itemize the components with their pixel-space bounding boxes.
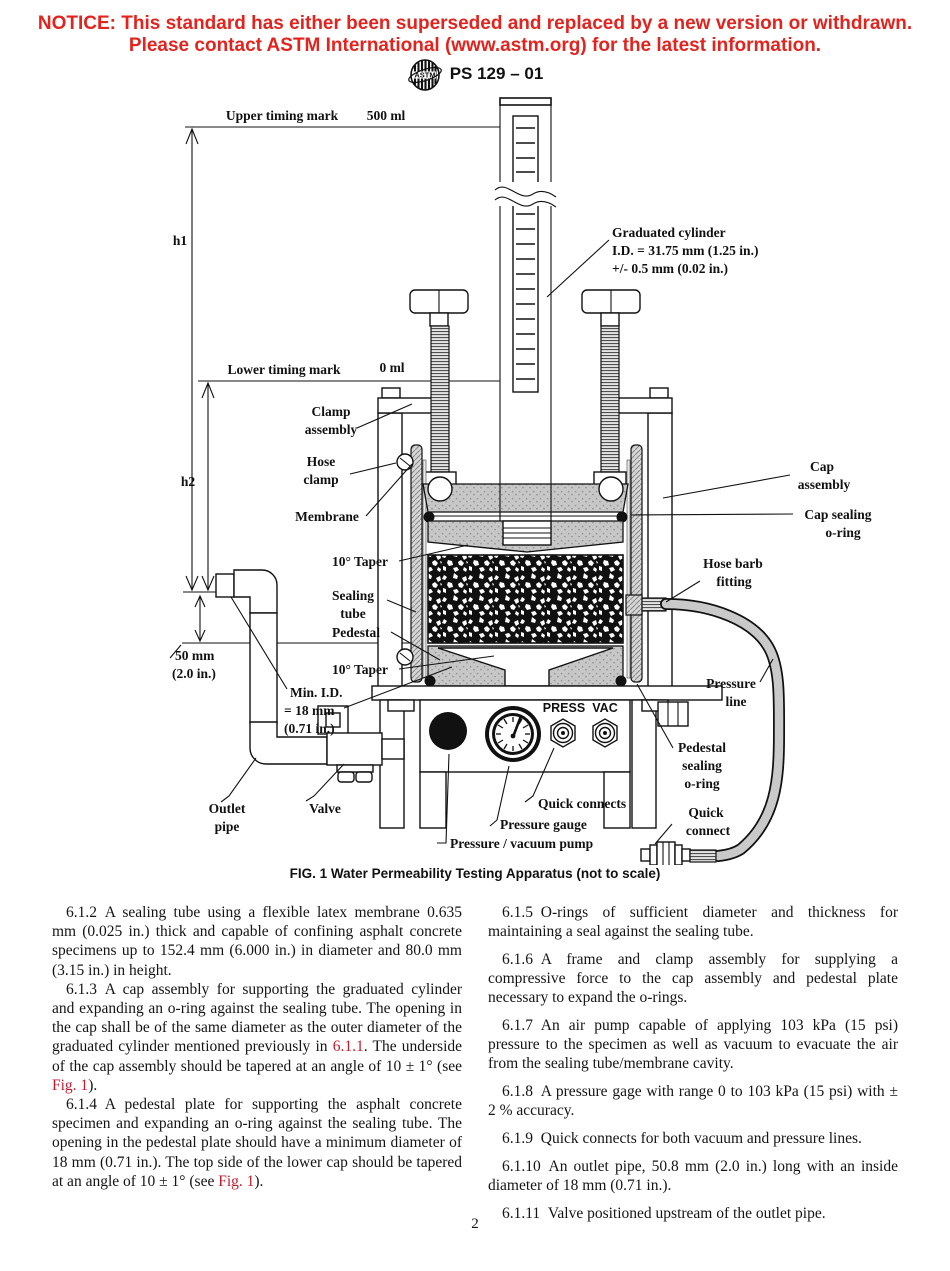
label-taper-lower: 10° Taper	[332, 662, 388, 677]
paragraph-6-1-10: 6.1.10 An outlet pipe, 50.8 mm (2.0 in.)…	[488, 1157, 898, 1194]
pressure-gauge-icon	[485, 706, 541, 762]
label-press: PRESS	[543, 701, 585, 715]
leader-lines	[220, 239, 794, 845]
pedestal-sealing-o-ring-left	[424, 675, 436, 687]
svg-text:= 18 mm: = 18 mm	[284, 703, 335, 718]
quick-connect-press	[550, 718, 576, 748]
label-outlet-pipe: Outlet	[209, 801, 246, 816]
figure-1: Upper timing mark 500 ml h1 Graduated cy…	[0, 95, 950, 869]
label-cap-sealing-o-ring: Cap sealing	[804, 507, 871, 522]
apparatus-diagram: Upper timing mark 500 ml h1 Graduated cy…	[169, 97, 872, 869]
right-column: 6.1.5 O-rings of sufficient diameter and…	[488, 903, 898, 1231]
label-graduated-cylinder: Graduated cylinder	[612, 225, 726, 240]
paragraph-6-1-7: 6.1.7 An air pump capable of applying 10…	[488, 1017, 898, 1073]
label-hose-clamp: Hose	[307, 454, 336, 469]
asphalt-specimen	[427, 554, 624, 644]
hose-barb-fitting	[625, 594, 667, 616]
svg-text:o-ring: o-ring	[825, 525, 860, 540]
paragraph-6-1-5: 6.1.5 O-rings of sufficient diameter and…	[488, 904, 898, 941]
svg-text:sealing: sealing	[682, 758, 722, 773]
dimension-lines	[169, 126, 500, 659]
label-pressure-gauge: Pressure gauge	[500, 817, 587, 832]
label-cap-assembly: Cap	[810, 459, 834, 474]
page-number: 2	[471, 1216, 479, 1232]
svg-text:pipe: pipe	[215, 819, 240, 834]
pedestal-sealing-o-ring-right	[615, 675, 627, 687]
paragraph-6-1-4: 6.1.4 A pedestal plate for supporting th…	[52, 1096, 462, 1190]
label-0-ml: 0 ml	[379, 360, 404, 375]
label-pedestal-sealing-o-ring: Pedestal	[678, 740, 726, 755]
pressure-vacuum-pump	[419, 699, 631, 829]
paragraph-6-1-2: 6.1.2 A sealing tube using a flexible la…	[52, 904, 462, 979]
label-graduated-cylinder-tol: +/- 0.5 mm (0.02 in.)	[612, 261, 728, 276]
cross-reference-link[interactable]: Fig. 1	[52, 1076, 89, 1094]
clamp-screw-right	[581, 289, 641, 486]
svg-text:tube: tube	[340, 606, 366, 621]
svg-text:(0.71 in.): (0.71 in.)	[284, 721, 335, 736]
valve	[326, 732, 405, 783]
designation-row: ASTM PS 129 – 01	[0, 54, 950, 94]
svg-text:clamp: clamp	[303, 472, 338, 487]
label-membrane: Membrane	[295, 509, 359, 524]
notice-line-1: NOTICE: This standard has either been su…	[37, 13, 913, 34]
svg-text:assembly: assembly	[798, 477, 851, 492]
label-hose-barb-fitting: Hose barb	[703, 556, 763, 571]
label-graduated-cylinder-id: I.D. = 31.75 mm (1.25 in.)	[612, 243, 758, 258]
pressure-line-hose	[660, 598, 786, 862]
label-clamp-assembly: Clamp	[311, 404, 350, 419]
label-upper-timing-mark: Upper timing mark	[226, 108, 339, 123]
paragraph-6-1-6: 6.1.6 A frame and clamp assembly for sup…	[488, 950, 898, 1007]
label-quick-connects: Quick connects	[538, 796, 626, 811]
label-vac: VAC	[592, 701, 617, 715]
notice-line-2: Please contact ASTM International (www.a…	[128, 35, 822, 56]
cross-reference-link[interactable]: 6.1.1	[332, 1038, 364, 1056]
cap-assembly	[422, 476, 629, 553]
svg-text:o-ring: o-ring	[684, 776, 719, 791]
clamp-screw-left	[409, 289, 469, 486]
left-column: 6.1.2 A sealing tube using a flexible la…	[52, 903, 462, 1231]
outlet-pipe	[215, 569, 328, 765]
label-pedestal: Pedestal	[332, 625, 380, 640]
cap-sealing-o-ring-left	[423, 511, 435, 523]
paragraph-6-1-9: 6.1.9 Quick connects for both vacuum and…	[502, 1130, 862, 1148]
paragraph-6-1-11: 6.1.11 Valve positioned upstream of the …	[502, 1204, 826, 1222]
standard-designation: PS 129 – 01	[449, 64, 544, 83]
figure-labels: Upper timing mark 500 ml h1 Graduated cy…	[172, 108, 872, 851]
pedestal-plate	[424, 645, 627, 687]
svg-text:connect: connect	[686, 823, 731, 838]
figure-caption: FIG. 1 Water Permeability Testing Appara…	[289, 866, 661, 881]
pump-port	[429, 712, 467, 750]
cross-reference-link[interactable]: Fig. 1	[218, 1172, 255, 1190]
quick-connect-fitting	[640, 841, 717, 869]
label-min-id: Min. I.D.	[290, 685, 343, 700]
paragraph-6-1-8: 6.1.8 A pressure gage with range 0 to 10…	[488, 1083, 898, 1120]
quick-connect-vac	[592, 718, 618, 748]
astm-logo-icon: ASTM	[407, 59, 442, 91]
label-h1: h1	[173, 233, 188, 248]
cylinder-graduations	[516, 127, 535, 380]
graduated-cylinder	[494, 97, 557, 545]
label-pressure-vacuum-pump: Pressure / vacuum pump	[450, 836, 593, 851]
label-500-ml: 500 ml	[367, 108, 406, 123]
label-h2: h2	[181, 474, 196, 489]
label-pressure-line: Pressure	[706, 676, 756, 691]
label-valve: Valve	[309, 801, 341, 816]
cap-sealing-o-ring-right	[616, 511, 628, 523]
label-quick-connect: Quick	[688, 805, 724, 820]
svg-text:line: line	[725, 694, 746, 709]
svg-text:assembly: assembly	[305, 422, 358, 437]
body-text: 6.1.2 A sealing tube using a flexible la…	[52, 903, 898, 1231]
svg-text:fitting: fitting	[716, 574, 751, 589]
sealing-tube	[396, 444, 643, 683]
label-50mm: 50 mm	[175, 648, 215, 663]
label-sealing-tube: Sealing	[332, 588, 374, 603]
paragraph-6-1-3: 6.1.3 A cap assembly for supporting the …	[52, 980, 463, 1094]
svg-text:(2.0 in.): (2.0 in.)	[172, 666, 216, 681]
label-lower-timing-mark: Lower timing mark	[228, 362, 341, 377]
svg-text:ASTM: ASTM	[414, 71, 435, 80]
label-taper-upper: 10° Taper	[332, 554, 388, 569]
withdrawal-notice: NOTICE: This standard has either been su…	[0, 13, 950, 57]
